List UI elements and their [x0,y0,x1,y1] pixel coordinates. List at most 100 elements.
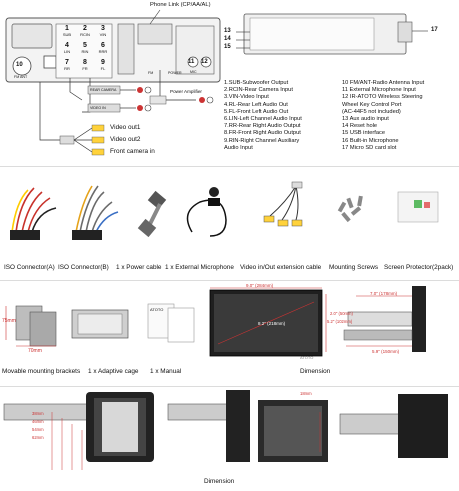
label-dimension-bottom: Dimension [204,478,235,485]
accessories-art [10,181,439,240]
pin-label: RIN [81,49,89,54]
port-power-label: POWER [168,71,182,75]
depth-54mm: 54mm [32,427,44,432]
wiring-diagram-art [5,9,428,156]
port-mic-label: MIC [190,70,197,74]
pin-label: RR [64,66,70,71]
legend-item: 15 USB interface [342,130,385,137]
power-amp-label: Power Amplifier [170,89,202,94]
label-dimension-top: Dimension [300,368,331,375]
side-number-14: 14 [224,36,231,42]
side-chassis-dim: 5.9" (150mm) [372,349,400,354]
legend-item: 11 External Microphone Input [342,87,416,94]
accessories-row: ISO Connector(A) ISO Connector(B) 1 x Po… [0,172,459,278]
port-fm-label: FM [148,71,154,75]
pin-label: RRR [98,49,108,54]
accessory-label-protector: Screen Protector(2pack) [384,264,454,271]
side-number-13: 13 [224,28,231,34]
divider [0,386,459,387]
legend-item: 4.RL-Rear Left Audio Out [224,101,288,108]
legend-item: 2.RCIN-Rear Camera Input [224,87,293,94]
pin-label: SUB [62,32,72,37]
accessory-label-video-cable: Video in/Out extension cable [240,264,322,271]
video-out2-label: Video out2 [110,136,141,143]
accessory-label-iso-b: ISO Connector(B) [58,264,109,271]
label-manual: 1 x Manual [150,368,182,375]
divider [0,280,459,281]
legend-item: 17 Micro SD card slot [342,144,397,151]
pin-label: RCIN [80,32,90,37]
port-legend-left: 1.SUB-Subwoofer Output 2.RCIN-Rear Camer… [224,80,302,152]
screen-brand: ATOTO [300,355,314,360]
video-out1-label: Video out1 [110,124,141,131]
depth-38mm: 38mm [32,411,44,416]
tag-rear-camera: REAR CAMERA [90,88,117,92]
side-depth-dim: 7.0" (178mm) [370,291,398,296]
bracket-height-dim: 75mm [2,318,16,324]
legend-item: 5.FL-Front Left Audio Out [224,108,289,115]
pin-number: 3 [101,25,105,32]
accessory-label-iso-a: ISO Connector(A) [4,264,55,271]
accessory-label-screws: Mounting Screws [329,264,379,271]
manual-brand: ATOTO [150,307,164,312]
pin-label: FL [100,66,106,71]
label-brackets: Movable mounting brackets [2,368,81,375]
pin-number: 6 [101,42,105,49]
pin-label: LIN [63,49,71,54]
port-11-number: 11 [188,59,195,65]
pin-label: VIN [99,32,107,37]
pin-number: 7 [65,59,69,66]
legend-item: 7.RR-Rear Right Audio Output [224,123,301,130]
legend-item: 13 Aux audio input [342,116,389,123]
screen-width-dim: 9.0" (284mm) [246,283,274,288]
screen-height-dim: 5.2" (102mm) [327,319,353,324]
mount-art [5,286,426,357]
port-10-number: 10 [16,62,23,68]
legend-item: 1.SUB-Subwoofer Output [224,80,289,86]
legend-item: 10 FM/ANT-Radio Antenna Input [342,80,425,86]
depth-46mm: 46mm [32,419,44,424]
port-fm-ant-label: FM ANT [14,75,28,79]
pin-number: 2 [83,25,87,32]
legend-item: Wheel Key Control Port [342,101,402,108]
bottom-dimension-art [3,390,448,470]
pin-number: 4 [65,42,69,49]
pin-number: 5 [83,42,87,49]
legend-item: (AC-44F5 not included) [342,108,401,115]
legend-item: 14 Reset hole [342,123,378,130]
legend-item: 16 Built-in Microphone [342,137,399,144]
phone-link-label: Phone Link (CP/AA/AL) [150,2,211,8]
port-legend-right: 10 FM/ANT-Radio Antenna Input 11 Externa… [342,80,424,152]
front-camera-label: Front camera in [110,148,155,155]
legend-item: 6.LIN-Left Channel Audio Input [224,116,302,123]
side-number-15: 15 [224,44,231,50]
pin-number: 1 [65,25,69,32]
pin-number: 9 [101,59,105,66]
side-number-17: 17 [431,27,438,33]
depth-62mm: 62mm [32,435,44,440]
mount-row: 75mm 70mm ATOTO 9.0" (284mm) 8.2" (218mm… [0,282,459,382]
label-cage: 1 x Adaptive cage [88,368,139,375]
legend-item: 12 IR-ATOTO Wireless Steering [342,94,423,101]
bottom-dimension-row: 38mm 46mm 54mm 62mm 18mm Dimension [0,388,459,491]
pin-label: FR [82,66,88,71]
accessory-label-power-cable: 1 x Power cable [116,264,162,271]
legend-item: 9.RIN-Right Channel Auxiliary [224,137,300,144]
port-12-number: 12 [201,59,208,65]
legend-item: Audio Input [224,144,253,151]
legend-item: 8.FR-Front Right Audio Output [224,130,301,137]
pin-number: 8 [83,59,87,66]
tag-video-in: VIDEO IN [90,106,106,110]
divider [0,166,459,167]
accessory-label-microphone: 1 x External Microphone [165,264,234,271]
side-height-dim: 2.0" (50mm) [330,311,353,316]
